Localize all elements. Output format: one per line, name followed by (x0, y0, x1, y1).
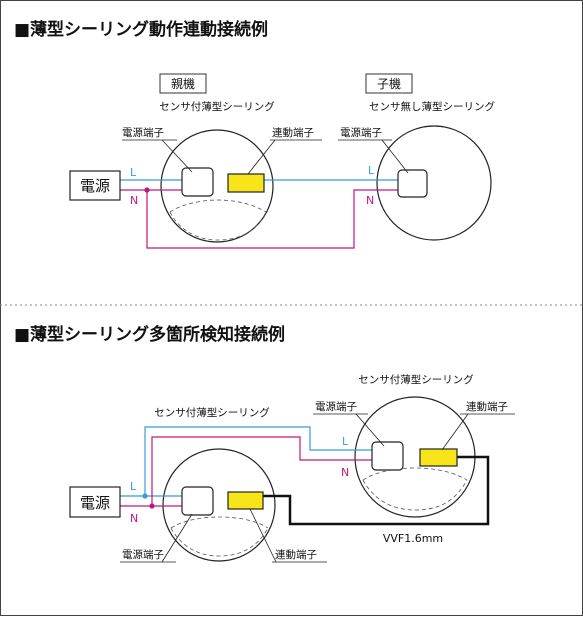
s2-upper-link-terminal (419, 448, 458, 467)
s2-L-label-a: L (130, 480, 137, 493)
s1-N-label-a: N (130, 194, 138, 207)
s2-upper-dome-top (362, 467, 468, 481)
s2-lower-ceiling-light (162, 448, 276, 562)
s2-lower-dome-bottom (170, 527, 269, 557)
parent-ceiling-light (160, 129, 274, 243)
s2-lower-desc: センサ付薄型シーリング (154, 406, 270, 419)
s2-cable-label: VVF1.6mm (383, 532, 443, 545)
s1-parent-link-terminal (227, 173, 265, 193)
s2-power-box (69, 486, 121, 518)
s1-callout-leader-1 (161, 139, 193, 173)
s2-wire-N-link (151, 436, 372, 506)
s2-lower-dome-top (170, 516, 269, 529)
s1-junction-dot (144, 187, 150, 193)
s1-parent-power-terminal (181, 167, 214, 197)
s1-callout-leader-3 (381, 139, 409, 174)
parent-tag: 親機 (171, 76, 195, 91)
s1-power-label: 電源 (80, 177, 110, 195)
s2-upper-dome-bottom (362, 479, 468, 511)
s1-parent-power-terminal-label: 電源端子 (122, 126, 164, 139)
s2-junction-dot-L (142, 493, 148, 499)
s2-lower-link-terminal (227, 491, 264, 510)
child-ceiling-light (376, 125, 492, 241)
s2-N-label-b: N (341, 466, 349, 479)
parent-sensor-dome-top (169, 199, 267, 213)
section1-heading: ■薄型シーリング動作連動接続例 (14, 19, 268, 40)
child-tag: 子機 (377, 76, 401, 91)
s2-lower-power-terminal-label: 電源端子 (122, 548, 164, 561)
s2-power-label: 電源 (80, 494, 110, 512)
s2-vvf-cable (263, 455, 490, 526)
s1-callout-leader-2 (247, 139, 276, 175)
s1-L-label-b: L (368, 164, 375, 177)
s1-child-power-terminal (397, 169, 428, 198)
s2-upper-link-terminal-label: 連動端子 (466, 400, 508, 413)
s2-wire-L-link (144, 426, 372, 496)
child-desc: センサ無し薄型シーリング (369, 100, 495, 113)
parent-desc: センサ付薄型シーリング (159, 100, 275, 113)
s2-lower-power-terminal (181, 486, 214, 516)
s2-upper-power-terminal-label: 電源端子 (315, 400, 357, 413)
s1-power-box (69, 170, 121, 201)
s1-N-label-b: N (366, 194, 374, 207)
s1-child-power-terminal-label: 電源端子 (340, 126, 382, 139)
section2-heading: ■薄型シーリング多箇所検知接続例 (14, 324, 285, 345)
s1-link-terminal-label: 連動端子 (272, 126, 314, 139)
s2-upper-power-terminal (371, 441, 404, 471)
s2-callout-leader-2 (441, 413, 469, 451)
s1-wire-N-link (146, 189, 401, 249)
s2-L-label-b: L (342, 435, 349, 448)
s2-N-label-a: N (130, 512, 138, 525)
s2-upper-desc: センサ付薄型シーリング (358, 373, 474, 386)
s2-callout-leader-1 (355, 413, 385, 447)
parent-sensor-dome-bottom (169, 211, 267, 241)
s2-junction-dot-N (149, 503, 155, 509)
s1-L-label-a: L (130, 166, 137, 179)
s2-lower-link-terminal-label: 連動端子 (275, 548, 317, 561)
s2-callout-leader-4 (249, 508, 277, 563)
parent-tag-box (159, 73, 207, 94)
child-tag-box (365, 73, 413, 94)
s2-callout-leader-3 (161, 513, 193, 563)
